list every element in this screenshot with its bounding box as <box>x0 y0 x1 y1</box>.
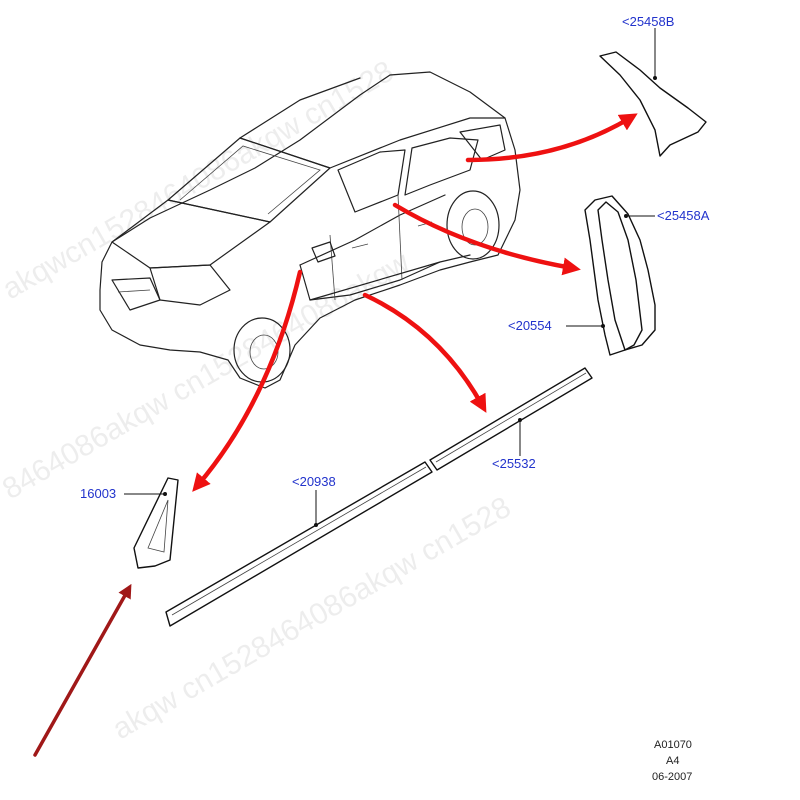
label-20554: <20554 <box>508 318 552 333</box>
arrow-to-triangle-trim <box>192 269 303 492</box>
label-20938: <20938 <box>292 474 336 489</box>
triangle-trim-part <box>133 477 179 569</box>
b-pillar-trim-inner-part <box>597 201 643 351</box>
reference-code: A01070 <box>654 739 692 751</box>
watermark: akqwcn1528464086akqw cn1528 8464086akqw … <box>0 55 516 746</box>
part-labels: <25458B <25458A <20554 <25532 <20938 160… <box>80 14 710 501</box>
front-door-moulding-part <box>165 461 433 627</box>
arrow-to-b-pillar <box>392 202 581 276</box>
reference-block: A01070 A4 06-2007 <box>652 739 692 783</box>
rear-door-moulding-part <box>429 367 593 471</box>
label-25458b: <25458B <box>622 14 674 29</box>
arrow-pointing-triangle-trim <box>33 583 132 757</box>
callout-arrows <box>33 113 638 757</box>
rear-pillar-trim-part <box>599 51 707 157</box>
car-illustration <box>99 71 521 389</box>
reference-date: 06-2007 <box>652 771 692 783</box>
arrow-to-rear-door-moulding <box>362 292 487 413</box>
label-16003: 16003 <box>80 486 116 501</box>
reference-sheet: A4 <box>666 755 679 767</box>
watermark-line-2: 8464086akqw cn1528464086akqw <box>0 245 415 506</box>
watermark-line-1: akqwcn1528464086akqw cn1528 <box>0 55 399 306</box>
leader-lines <box>124 28 657 527</box>
label-25458a: <25458A <box>657 208 710 223</box>
arrow-to-rear-pillar <box>465 113 638 163</box>
label-25532: <25532 <box>492 456 536 471</box>
